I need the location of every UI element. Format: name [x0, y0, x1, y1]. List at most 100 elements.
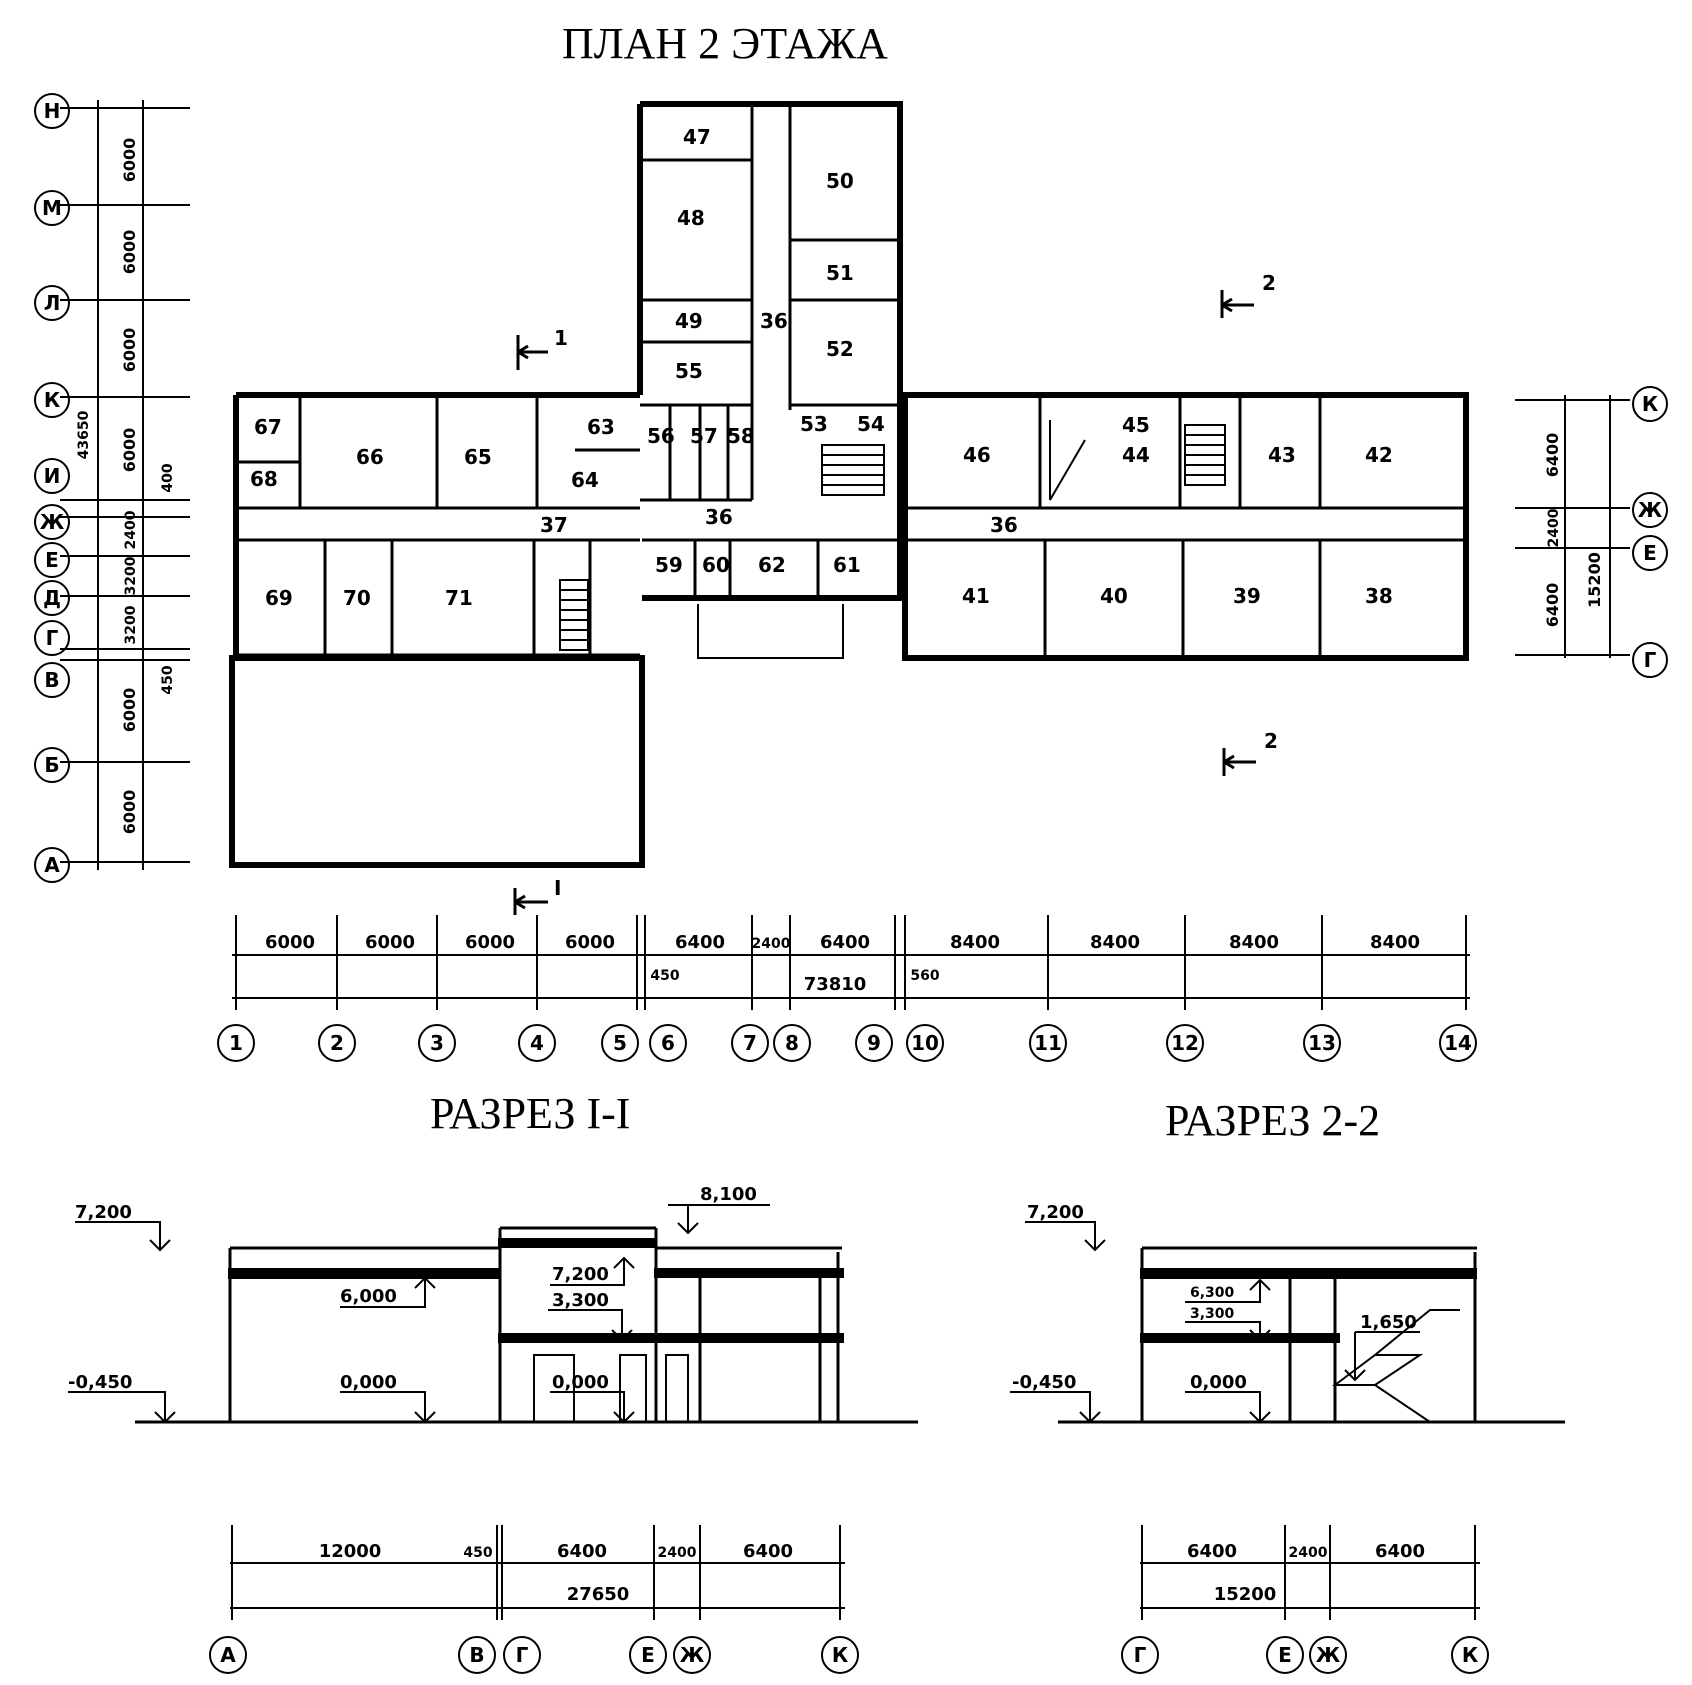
axis-label: 12 — [1171, 1031, 1199, 1055]
room-label: 36 — [990, 513, 1018, 537]
plan-right-axes: К Ж Е Г — [1632, 386, 1668, 678]
axis-label: Л — [44, 291, 61, 315]
plan-partitions — [236, 104, 1466, 658]
dim-overall: 15200 — [1585, 552, 1604, 608]
axis-label: 7 — [743, 1031, 757, 1055]
axis-label: 6 — [661, 1031, 675, 1055]
room-label: 36 — [760, 309, 788, 333]
plan-right-dimensions: 6400 2400 6400 15200 — [1515, 395, 1630, 658]
room-label: 59 — [655, 553, 683, 577]
plan-left-dimensions: 6000 6000 6000 6000 2400 3200 3200 6000 … — [60, 100, 190, 870]
room-label: 49 — [675, 309, 703, 333]
dim-label: 6000 — [120, 328, 139, 373]
elevation-label: 8,100 — [700, 1184, 757, 1205]
room-label: 66 — [356, 445, 384, 469]
room-label: 57 — [690, 424, 718, 448]
room-label: 42 — [1365, 443, 1393, 467]
plan-stairs — [559, 420, 1226, 651]
dim-label: 8400 — [950, 932, 1000, 953]
axis-label: Б — [44, 753, 59, 777]
axis-label: 2 — [330, 1031, 344, 1055]
room-label: 61 — [833, 553, 861, 577]
elevation-label: 7,200 — [75, 1202, 132, 1223]
elevation-label: 1,650 — [1360, 1312, 1417, 1333]
axis-label: 1 — [229, 1031, 243, 1055]
room-label: 60 — [702, 553, 730, 577]
dim-label: 8400 — [1090, 932, 1140, 953]
section-1-drawing — [135, 1226, 918, 1424]
axis-label: Ж — [1316, 1643, 1341, 1667]
dim-label: 6400 — [743, 1541, 793, 1562]
plan-walls — [229, 101, 1469, 868]
room-label: 48 — [677, 206, 705, 230]
axis-label: К — [1462, 1643, 1479, 1667]
axis-label: Г — [516, 1643, 529, 1667]
dim-label: 2400 — [1546, 508, 1562, 547]
axis-label: 8 — [785, 1031, 799, 1055]
room-label: 64 — [571, 468, 599, 492]
elevation-label: -0,450 — [68, 1372, 132, 1393]
dim-label: 6000 — [565, 932, 615, 953]
dim-label: 2400 — [1289, 1545, 1328, 1561]
room-label: 37 — [540, 513, 568, 537]
axis-label: Г — [46, 626, 59, 650]
room-label: 54 — [857, 412, 885, 436]
section-mark-label: 2 — [1262, 271, 1276, 295]
room-label: 70 — [343, 586, 371, 610]
dim-label: 12000 — [319, 1541, 382, 1562]
section-2-elevations: 7,200 6,300 3,300 1,650 -0,450 0,000 — [1010, 1202, 1420, 1424]
section-2-drawing — [1058, 1246, 1565, 1424]
axis-label: Д — [43, 586, 61, 610]
room-label: 39 — [1233, 584, 1261, 608]
dim-label: 3200 — [123, 605, 139, 644]
dim-label: 6000 — [120, 138, 139, 183]
room-label: 51 — [826, 261, 854, 285]
room-label: 47 — [683, 125, 711, 149]
axis-label: Ж — [1638, 498, 1663, 522]
section-1-title: РАЗРЕЗ I-I — [430, 1089, 630, 1138]
room-label: 46 — [963, 443, 991, 467]
dim-label: 2400 — [752, 936, 791, 952]
axis-label: Г — [1134, 1643, 1147, 1667]
plan-bottom-axes: 1 2 3 4 5 6 7 8 9 10 11 12 13 14 — [217, 1024, 1477, 1062]
section-mark-label: I — [554, 876, 561, 900]
dim-label: 3200 — [123, 556, 139, 595]
section-1-axes: А В Г Е Ж К — [209, 1636, 859, 1674]
dim-label: 2400 — [123, 510, 139, 549]
axis-label: 9 — [867, 1031, 881, 1055]
dim-label: 6400 — [557, 1541, 607, 1562]
axis-label: Е — [45, 548, 59, 572]
dim-overall: 15200 — [1214, 1584, 1277, 1605]
axis-label: А — [220, 1643, 236, 1667]
axis-label: 14 — [1444, 1031, 1472, 1055]
room-label: 38 — [1365, 584, 1393, 608]
dim-label: 6400 — [1543, 583, 1562, 628]
dim-label: 6000 — [120, 688, 139, 733]
room-label: 56 — [647, 424, 675, 448]
dim-label: 8400 — [1229, 932, 1279, 953]
axis-label: Ж — [40, 510, 65, 534]
axis-label: 3 — [430, 1031, 444, 1055]
section-1-elevations: 7,200 8,100 6,000 7,200 3,300 -0,450 0,0… — [68, 1184, 770, 1424]
elevation-label: 3,300 — [1190, 1306, 1235, 1322]
axis-label: К — [832, 1643, 849, 1667]
axis-label: 4 — [530, 1031, 544, 1055]
room-label: 36 — [705, 505, 733, 529]
dim-label: 400 — [160, 463, 176, 492]
axis-label: К — [1642, 392, 1659, 416]
room-label: 68 — [250, 467, 278, 491]
elevation-label: 0,000 — [340, 1372, 397, 1393]
dim-label: 450 — [160, 665, 176, 694]
section-2-title: РАЗРЕЗ 2-2 — [1165, 1096, 1380, 1145]
dim-label: 560 — [910, 968, 939, 984]
dim-label: 6400 — [675, 932, 725, 953]
room-label: 65 — [464, 445, 492, 469]
dim-label: 8400 — [1370, 932, 1420, 953]
room-label: 67 — [254, 415, 282, 439]
axis-label: И — [44, 464, 61, 488]
axis-label: 11 — [1034, 1031, 1062, 1055]
dim-label: 6000 — [120, 790, 139, 835]
plan-title: ПЛАН 2 ЭТАЖА — [562, 19, 888, 68]
dim-label: 6000 — [120, 428, 139, 473]
